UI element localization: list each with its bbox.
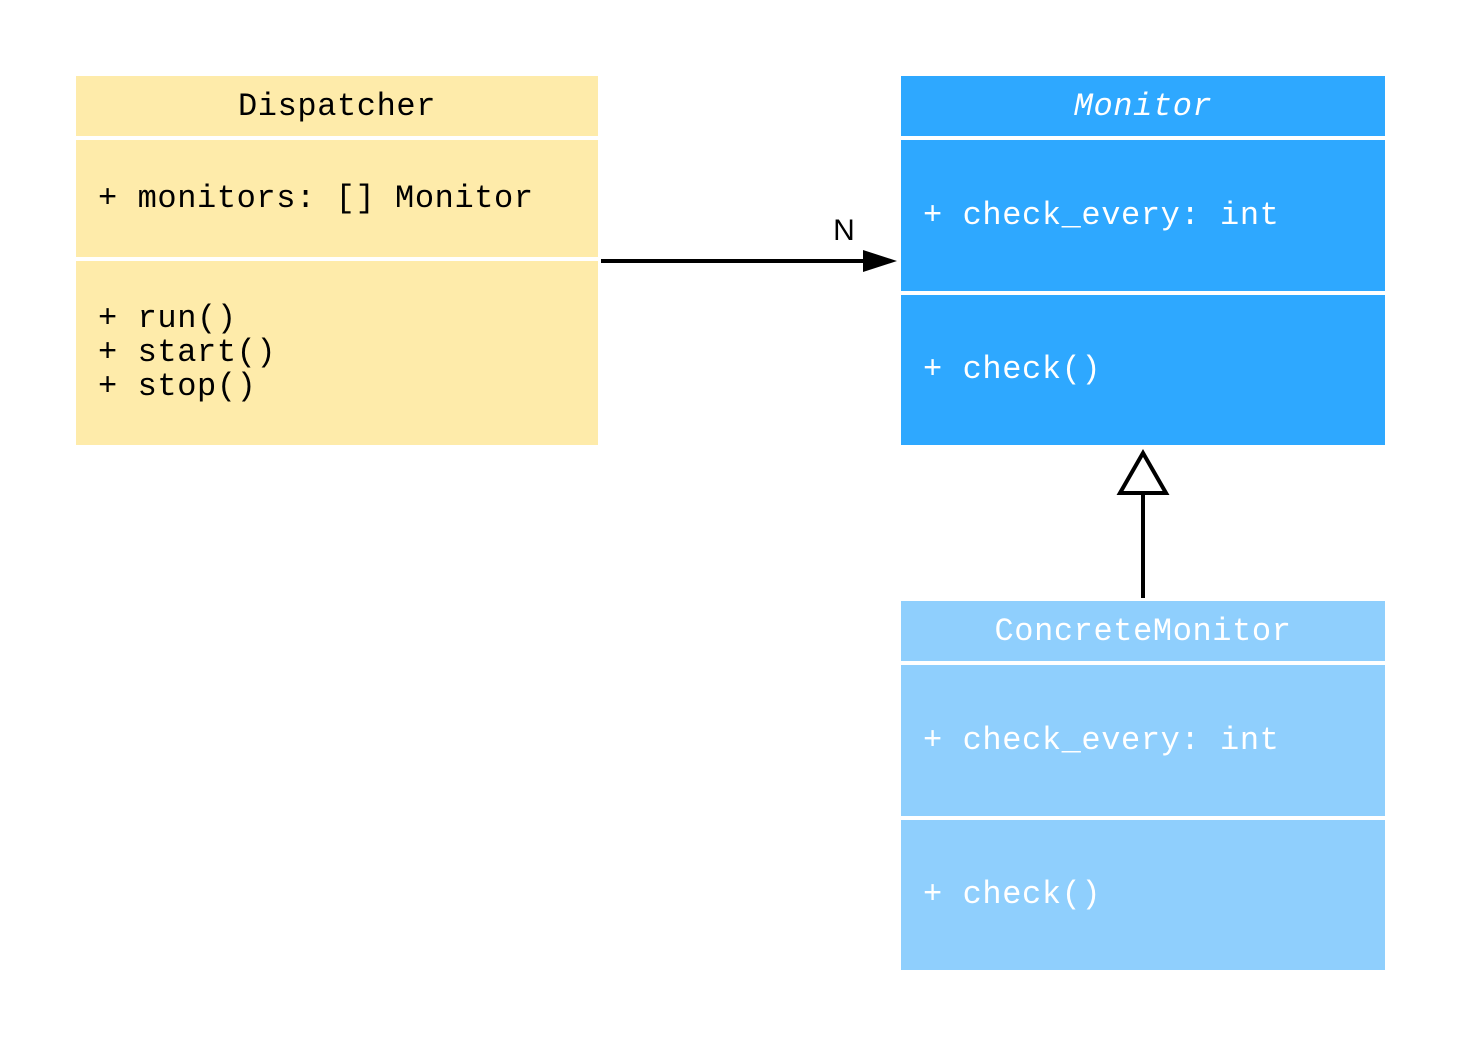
method: + stop()	[98, 368, 257, 405]
multiplicity-label: N	[833, 214, 855, 247]
dispatcher-methods: + run() + start() + stop()	[76, 261, 598, 445]
method: + check()	[923, 351, 1102, 388]
attribute: + check_every: int	[923, 721, 1280, 759]
concrete-monitor-attributes: + check_every: int	[901, 665, 1385, 816]
concrete-monitor-header: ConcreteMonitor	[901, 601, 1385, 661]
attribute: + monitors: [] Monitor	[98, 179, 534, 217]
concrete-monitor-methods: + check()	[901, 820, 1385, 970]
method: + run()	[98, 300, 237, 337]
monitor-header: Monitor	[901, 76, 1385, 136]
method: + check()	[923, 876, 1102, 913]
attribute: + check_every: int	[923, 196, 1280, 234]
dispatcher-attributes: + monitors: [] Monitor	[76, 140, 598, 257]
association-arrow	[601, 250, 897, 272]
monitor-attributes: + check_every: int	[901, 140, 1385, 291]
dispatcher-header: Dispatcher	[76, 76, 598, 136]
monitor-methods: + check()	[901, 295, 1385, 445]
method: + start()	[98, 334, 277, 371]
inheritance-arrow	[1116, 448, 1170, 598]
